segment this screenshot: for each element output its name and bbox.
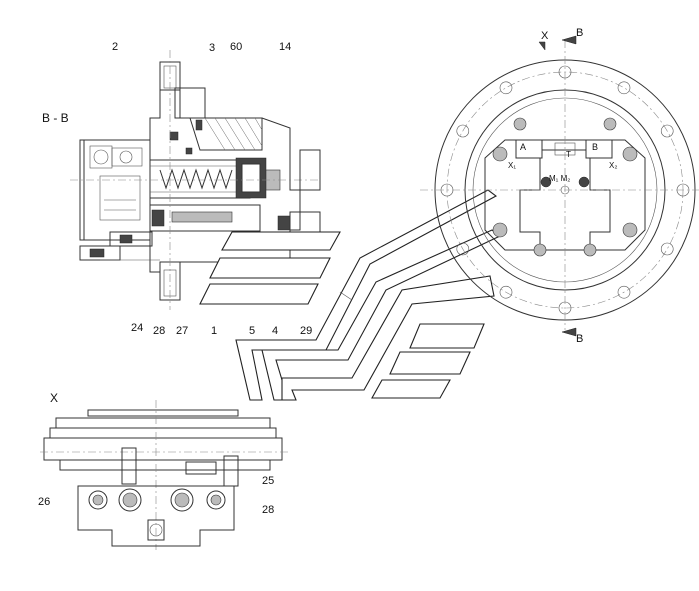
port-circle: [170, 488, 194, 512]
part-label-24: 24: [131, 322, 144, 334]
port-label-x2: X₂: [609, 161, 618, 170]
top-view-label: X: [50, 391, 59, 405]
bolt-hole: [499, 81, 513, 95]
port-circle: [206, 490, 226, 510]
view-b-bottom: B: [576, 333, 584, 345]
part-label-28-bottom: 28: [262, 504, 275, 516]
bolt-hole: [499, 285, 513, 299]
bolt-hole: [456, 124, 470, 138]
port-label-x1: X₁: [508, 161, 517, 170]
stripe-graphic: [199, 189, 502, 401]
port-label-b: B: [592, 142, 599, 152]
port-label-t: T: [566, 150, 571, 159]
bolt-hole: [660, 124, 674, 138]
end-view-circular: [420, 35, 699, 337]
bolt-hole: [617, 81, 631, 95]
part-label-14: 14: [279, 41, 292, 53]
port-circle: [88, 490, 108, 510]
port-label-m: M₁ M₂: [549, 174, 571, 183]
port-circle: [174, 492, 190, 508]
view-x-marker: X: [541, 30, 549, 42]
part-label-3: 3: [209, 42, 216, 54]
port-circle: [92, 494, 104, 506]
section-view-b-b: [70, 50, 321, 310]
part-label-4: 4: [272, 325, 279, 337]
part-label-25: 25: [262, 475, 275, 487]
part-label-5: 5: [249, 325, 256, 337]
port-circle: [118, 488, 142, 512]
part-label-1: 1: [211, 325, 218, 337]
port-circle: [122, 492, 138, 508]
bolt-hole: [456, 242, 470, 256]
top-view-x: [40, 400, 290, 550]
part-label-27: 27: [176, 325, 189, 337]
part-label-2: 2: [112, 41, 119, 53]
part-label-29: 29: [300, 325, 313, 337]
view-b-top: B: [576, 27, 584, 39]
part-label-60: 60: [230, 41, 243, 53]
port-label-a: A: [520, 142, 527, 152]
bolt-hole: [617, 285, 631, 299]
part-label-26: 26: [38, 496, 51, 508]
bolt-hole: [660, 242, 674, 256]
port-circle: [210, 494, 222, 506]
section-view-label: B - B: [42, 111, 69, 125]
part-label-28-section: 28: [153, 325, 166, 337]
